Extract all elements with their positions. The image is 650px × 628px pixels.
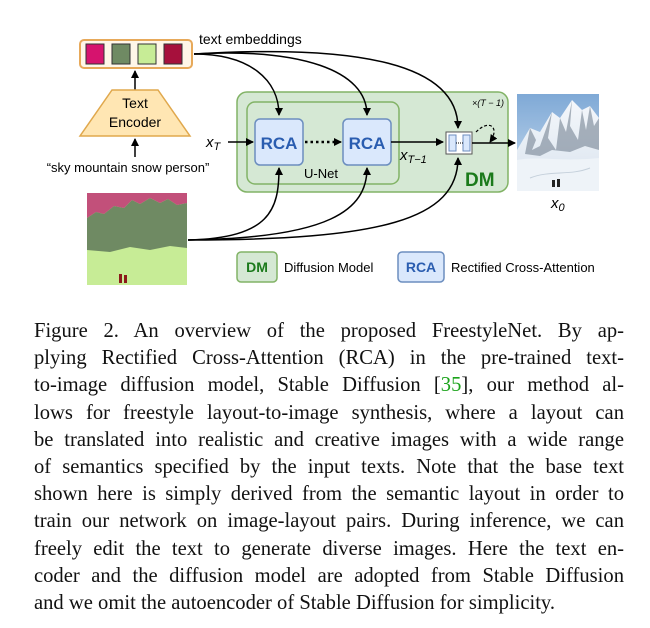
x-T-label: xT (205, 134, 222, 153)
unet-label: U-Net (304, 166, 338, 181)
caption-line: to-image diffusion model, Stable Diffusi… (34, 374, 624, 397)
x-0-label: x0 (550, 195, 566, 214)
x-T-minus-1-label: xT−1 (399, 147, 427, 166)
input-prompt: “sky mountain snow person” (47, 160, 210, 175)
rca-block-1 (254, 118, 304, 166)
legend-rca-text: Rectified Cross-Attention (451, 260, 595, 275)
overview-figure: text embeddings Text Encoder “sky mounta… (47, 31, 599, 285)
embedding-token-3 (137, 43, 157, 65)
caption-line: and we omit the autoencoder of Stable Di… (34, 592, 556, 615)
legend-rca-swatch (397, 251, 445, 283)
generated-image (517, 94, 599, 191)
caption-line: train our network on image-layout pairs.… (34, 510, 624, 533)
text-embeddings (79, 39, 193, 69)
loop-label: ×(T − 1) (472, 98, 504, 108)
embedding-token-2 (111, 43, 131, 65)
caption-line: shown here is simply derived from the se… (34, 483, 624, 506)
text-encoder-block (78, 89, 192, 137)
text-encoder-label-2: Encoder (109, 114, 161, 130)
rca-block-1-label: RCA (261, 134, 298, 153)
legend: DM Diffusion Model RCA Rectified Cross-A… (236, 251, 595, 283)
caption-line: coder and the diffusion model are adopte… (34, 564, 624, 587)
diffusion-model-label: DM (465, 170, 495, 191)
semantic-layout-image (87, 193, 187, 285)
legend-dm-swatch (236, 251, 278, 283)
caption-line: Figure 2. An overview of the proposed Fr… (34, 320, 624, 342)
rca-block-2-label: RCA (349, 134, 386, 153)
caption-line: freely edit the text to generate diverse… (34, 537, 624, 560)
caption-line: plying Rectified Cross-Attention (RCA) i… (34, 347, 624, 370)
figure-caption: Figure 2. An overview of the proposed Fr… (34, 318, 624, 617)
embedding-token-1 (85, 43, 105, 65)
legend-rca-tag: RCA (406, 259, 436, 275)
caption-line: be translated into realistic and creativ… (34, 428, 624, 451)
legend-dm-tag: DM (246, 259, 268, 275)
text-encoder-label-1: Text (122, 95, 148, 111)
caption-line: lows for freestyle layout-to-image synth… (34, 401, 624, 424)
embeddings-label: text embeddings (199, 31, 302, 47)
embedding-token-4 (163, 43, 183, 65)
legend-dm-text: Diffusion Model (284, 260, 373, 275)
denoising-step-block (445, 131, 473, 155)
caption-line: of semantics specified by the input text… (34, 456, 624, 479)
citation-link[interactable]: 35 (440, 374, 462, 397)
